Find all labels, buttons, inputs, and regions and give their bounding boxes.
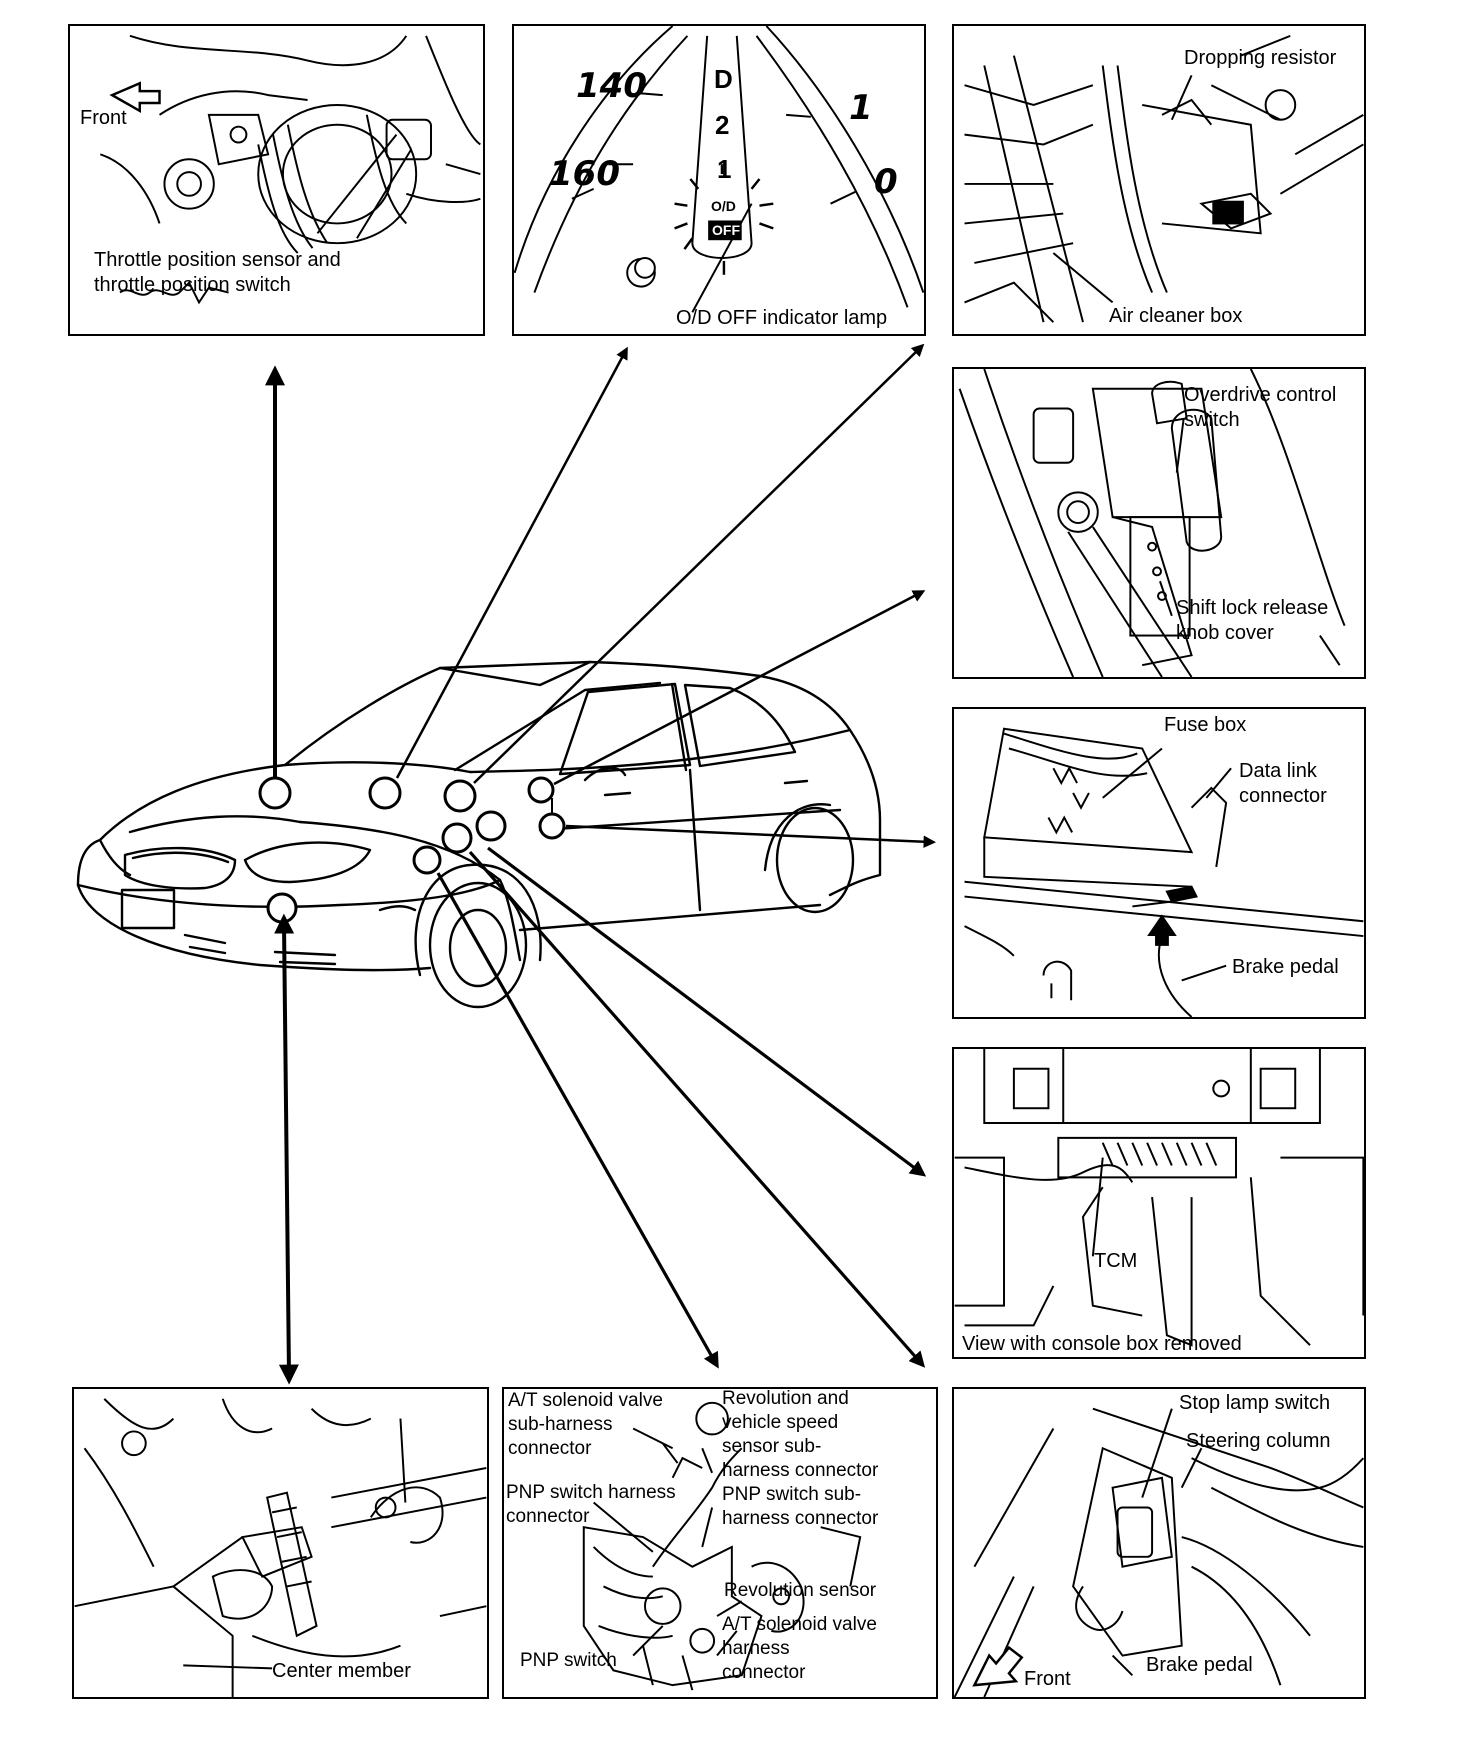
center-member-label: Center member [272,1660,411,1682]
speed-140-label: 140 [576,66,647,106]
front-arrow-icon [972,1645,1024,1687]
panel-dropping-resistor: Dropping resistor Air cleaner box [952,24,1366,336]
at-solenoid-harness-label: A/T solenoid valve harness connector [722,1614,877,1683]
od-lamp-top-text: O/D [711,198,736,214]
dropping-resistor-label: Dropping resistor [1184,47,1337,69]
tcm-label: TCM [1094,1250,1138,1272]
od-off-lamp-icon [708,220,742,241]
speed-160-label: 160 [549,154,620,194]
panel-od-off-indicator: 140 160 1 0 D 2 1 O/D OFF O/D OFF indica… [512,24,926,336]
location-markers [258,776,566,924]
tcm-connector-hatch [1101,1142,1218,1166]
brake-pedal-label-2: Brake pedal [1146,1654,1253,1676]
gear-1-label: 1 [717,154,732,184]
front-label: Front [80,107,127,129]
od-lamp-bottom-text: OFF [712,222,740,238]
steering-column-label: Steering column [1186,1430,1331,1452]
revolution-vss-label: Revolution and vehicle speed sensor sub-… [722,1388,879,1481]
gear-2-label: 2 [715,110,730,140]
panel-stop-lamp-switch: Stop lamp switch Steering column Front B… [952,1387,1366,1699]
brake-pedal-label: Brake pedal [1232,956,1339,978]
console-removed-label: View with console box removed [962,1333,1242,1355]
panel-throttle-position-sensor: Front Throttle position sensor and throt… [68,24,485,336]
panel-fuse-box: Fuse box Data link connector Brake pedal [952,707,1366,1019]
transaxle-illustration [582,1401,862,1691]
panel-center-member: Center member [72,1387,489,1699]
tach-0-label: 0 [874,162,898,202]
panel-overdrive-control-switch: Overdrive control switch Shift lock rele… [952,367,1366,679]
front-arrow-icon [109,81,161,114]
lamp-rays [674,164,774,275]
stop-lamp-switch-illustration [954,1407,1364,1697]
center-member-illustration [74,1398,487,1697]
stop-lamp-switch-label: Stop lamp switch [1179,1392,1331,1414]
pnp-switch-sub-harness-label: PNP switch sub- harness connector [722,1484,879,1529]
pnp-switch-label: PNP switch [520,1650,617,1671]
at-solenoid-sub-harness-label: A/T solenoid valve sub-harness connector [508,1390,663,1459]
front-label-2: Front [1024,1668,1071,1690]
pnp-switch-harness-label: PNP switch harness connector [506,1482,676,1527]
fuse-box-label: Fuse box [1164,714,1247,736]
air-cleaner-box-label: Air cleaner box [1109,305,1243,327]
gear-d-label: D [714,64,733,94]
arrow-up-icon [1147,914,1177,946]
revolution-sensor-label: Revolution sensor [724,1580,877,1601]
panel-transaxle-connectors: A/T solenoid valve sub-harness connector… [502,1387,938,1699]
leader-arrows [265,343,936,1385]
shift-lock-release-label: Shift lock release knob cover [1176,597,1329,644]
tach-1-label: 1 [849,88,873,128]
instrument-cluster-illustration [514,26,924,313]
od-off-indicator-label: O/D OFF indicator lamp [676,307,888,329]
dropping-resistor-illustration [964,34,1364,323]
fuse-box-illustration [964,727,1364,1017]
throttle-body-illustration [99,34,481,305]
data-link-connector-label: Data link connector [1239,760,1327,807]
overdrive-control-switch-label: Overdrive control switch [1184,384,1337,431]
tcm-illustration [954,1049,1364,1347]
throttle-sensor-label: Throttle position sensor and throttle po… [94,249,341,296]
panel-tcm: TCM View with console box removed [952,1047,1366,1359]
shifter-illustration [958,369,1346,677]
